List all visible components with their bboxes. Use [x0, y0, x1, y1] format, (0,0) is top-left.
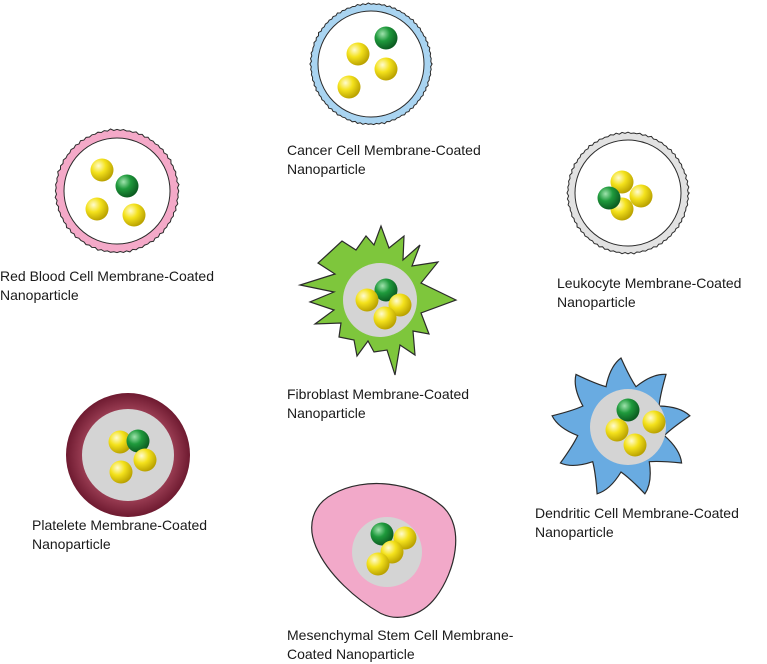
green-sphere [616, 398, 640, 422]
green-sphere [370, 522, 394, 546]
rbc-nanoparticle [54, 128, 180, 254]
yellow-sphere [346, 42, 370, 66]
caption-line: Nanoparticle [287, 161, 366, 177]
yellow-sphere [355, 288, 379, 312]
leukocyte-caption: Leukocyte Membrane-Coated Nanoparticle [557, 274, 741, 312]
caption-line: Fibroblast Membrane-Coated [287, 386, 470, 402]
green-sphere [115, 174, 139, 198]
green-sphere [374, 278, 398, 302]
green-sphere [597, 186, 621, 210]
yellow-sphere [642, 410, 666, 434]
platelet-core [82, 409, 174, 501]
fibroblast-cargo [355, 278, 412, 330]
caption-line: Red Blood Cell Membrane-Coated [0, 268, 214, 284]
caption-line: Dendritic Cell Membrane-Coated [535, 505, 739, 521]
yellow-sphere [85, 197, 109, 221]
caption-line: Nanoparticle [32, 536, 111, 552]
cancer-cargo [337, 26, 398, 99]
yellow-sphere [374, 57, 398, 81]
caption-line: Nanoparticle [557, 294, 636, 310]
yellow-sphere [109, 460, 133, 484]
green-sphere [374, 26, 398, 50]
yellow-sphere [90, 158, 114, 182]
msc-caption: Mesenchymal Stem Cell Membrane- Coated N… [287, 626, 513, 664]
yellow-sphere [629, 184, 653, 208]
caption-line: Nanoparticle [535, 524, 614, 540]
yellow-sphere [337, 75, 361, 99]
platelet-nanoparticle [66, 393, 190, 517]
leukocyte-nanoparticle [566, 131, 691, 255]
fibroblast-nanoparticle [297, 224, 458, 376]
caption-line: Coated Nanoparticle [287, 646, 415, 662]
platelet-caption: Platelete Membrane-Coated Nanoparticle [32, 516, 207, 554]
rbc-caption: Red Blood Cell Membrane-Coated Nanoparti… [0, 267, 214, 305]
caption-line: Platelete Membrane-Coated [32, 517, 208, 533]
yellow-sphere [623, 433, 647, 457]
cancer-caption: Cancer Cell Membrane-Coated Nanoparticle [287, 141, 481, 179]
caption-line: Mesenchymal Stem Cell Membrane- [287, 627, 514, 643]
platelet-cargo [108, 429, 157, 484]
caption-line: Cancer Cell Membrane-Coated [287, 142, 481, 158]
yellow-sphere [366, 552, 390, 576]
leukocyte-cargo [597, 170, 653, 221]
caption-line: Nanoparticle [0, 287, 79, 303]
yellow-sphere [108, 430, 132, 454]
yellow-sphere [133, 448, 157, 472]
cancer-cell-nanoparticle [309, 2, 433, 126]
dendritic-cargo [605, 398, 666, 457]
dendritic-nanoparticle [551, 357, 691, 495]
msc-nanoparticle [311, 482, 457, 618]
yellow-sphere [373, 306, 397, 330]
caption-line: Leukocyte Membrane-Coated [557, 275, 742, 291]
rbc-membrane [54, 128, 180, 254]
msc-cargo [366, 522, 417, 576]
fibroblast-caption: Fibroblast Membrane-Coated Nanoparticle [287, 385, 469, 423]
yellow-sphere [605, 418, 629, 442]
green-sphere [126, 429, 150, 453]
rbc-cargo [85, 158, 146, 227]
caption-line: Nanoparticle [287, 405, 366, 421]
yellow-sphere [122, 203, 146, 227]
yellow-sphere [388, 293, 412, 317]
yellow-sphere [610, 170, 634, 194]
cancer-membrane [309, 2, 433, 126]
leukocyte-membrane [566, 131, 691, 255]
dendritic-caption: Dendritic Cell Membrane-Coated Nanoparti… [535, 504, 739, 542]
fibroblast-core [343, 263, 417, 337]
